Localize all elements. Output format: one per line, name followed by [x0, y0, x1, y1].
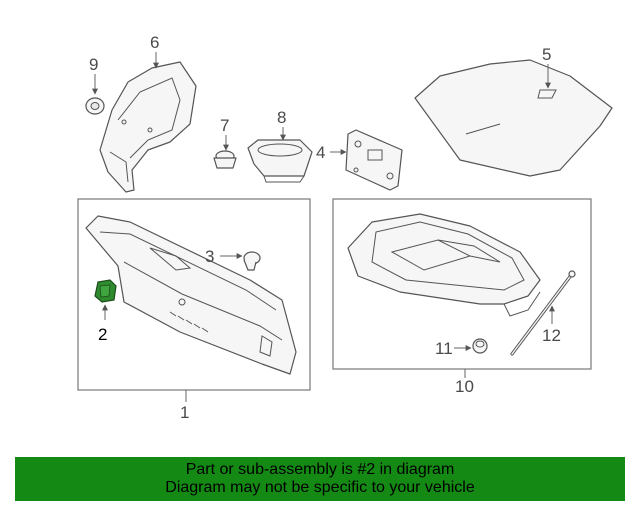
part-1-scuff-plate[interactable]: [85, 215, 297, 375]
callout-6: 6: [150, 33, 159, 52]
banner-line-2: Diagram may not be specific to your vehi…: [165, 479, 475, 496]
callout-4: 4: [316, 143, 325, 162]
callout-9: 9: [89, 55, 98, 74]
callout-8: 8: [277, 108, 286, 127]
part-12-support-rod[interactable]: [510, 270, 576, 356]
part-6-quarter-trim[interactable]: [99, 61, 197, 193]
part-10-cargo-cover[interactable]: [347, 213, 541, 317]
parts-diagram: 9 6 7 8 4 5 1: [77, 33, 613, 422]
part-5-cargo-mat[interactable]: [414, 59, 613, 177]
part-11-plug[interactable]: [472, 338, 488, 354]
callout-7: 7: [220, 116, 229, 135]
callout-11: 11: [435, 339, 453, 358]
callout-12: 12: [542, 326, 561, 345]
info-banner: Part or sub-assembly is #2 in diagram Di…: [15, 457, 625, 501]
part-8-bracket[interactable]: [247, 139, 313, 183]
callout-3: 3: [205, 247, 214, 266]
part-3-screw[interactable]: [243, 251, 261, 271]
group-box-10: [332, 198, 592, 370]
callout-2: 2: [98, 325, 107, 344]
group-box-1: [77, 198, 311, 391]
part-9-grommet[interactable]: [85, 97, 105, 115]
callout-1: 1: [180, 403, 189, 422]
part-4-plate[interactable]: [345, 129, 403, 191]
callout-10: 10: [455, 377, 474, 396]
callout-5: 5: [542, 45, 551, 64]
banner-line-1: Part or sub-assembly is #2 in diagram: [185, 461, 455, 478]
part-7-push-pin[interactable]: [213, 150, 237, 169]
part-2-clip-highlighted[interactable]: [94, 279, 117, 303]
